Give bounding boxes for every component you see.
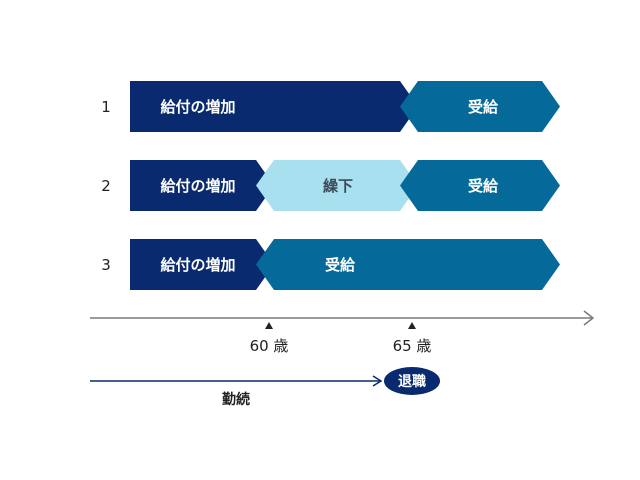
- work-label: 勤続: [222, 391, 250, 408]
- age-60-marker-icon: [265, 322, 273, 329]
- receive-segment: [400, 81, 560, 132]
- axis-arrowhead-icon: [583, 310, 595, 326]
- segment-label: 受給: [325, 256, 356, 274]
- segment-label: 給付の増加: [160, 256, 235, 274]
- segment-label: 給付の増加: [160, 177, 235, 195]
- segment-label: 給付の増加: [160, 98, 235, 116]
- retirement-badge: [384, 367, 440, 395]
- row-2: 2 給付の増加 繰下 受給: [101, 160, 560, 211]
- age-65-marker-icon: [408, 322, 416, 329]
- row-number: 1: [101, 98, 111, 116]
- segment-label: 受給: [468, 98, 499, 116]
- work-arrowhead-icon: [372, 375, 383, 387]
- age-65-label: 65 歳: [393, 337, 432, 355]
- age-axis: 60 歳 65 歳: [90, 310, 595, 355]
- retirement-label: 退職: [398, 373, 426, 390]
- deferral-segment: [256, 160, 418, 211]
- row-number: 3: [101, 256, 111, 274]
- benefit-increase-segment: [130, 81, 418, 132]
- segment-label: 繰下: [323, 177, 353, 195]
- benefit-increase-segment: [130, 239, 274, 290]
- age-60-label: 60 歳: [250, 337, 289, 355]
- work-timeline: 勤続 退職: [90, 367, 440, 408]
- segment-label: 受給: [468, 177, 499, 195]
- benefit-increase-segment: [130, 160, 274, 211]
- row-1: 1 給付の増加 受給: [101, 81, 560, 132]
- receive-segment: [400, 160, 560, 211]
- row-number: 2: [101, 177, 111, 195]
- receive-segment: [256, 239, 560, 290]
- row-3: 3 給付の増加 受給: [101, 239, 560, 290]
